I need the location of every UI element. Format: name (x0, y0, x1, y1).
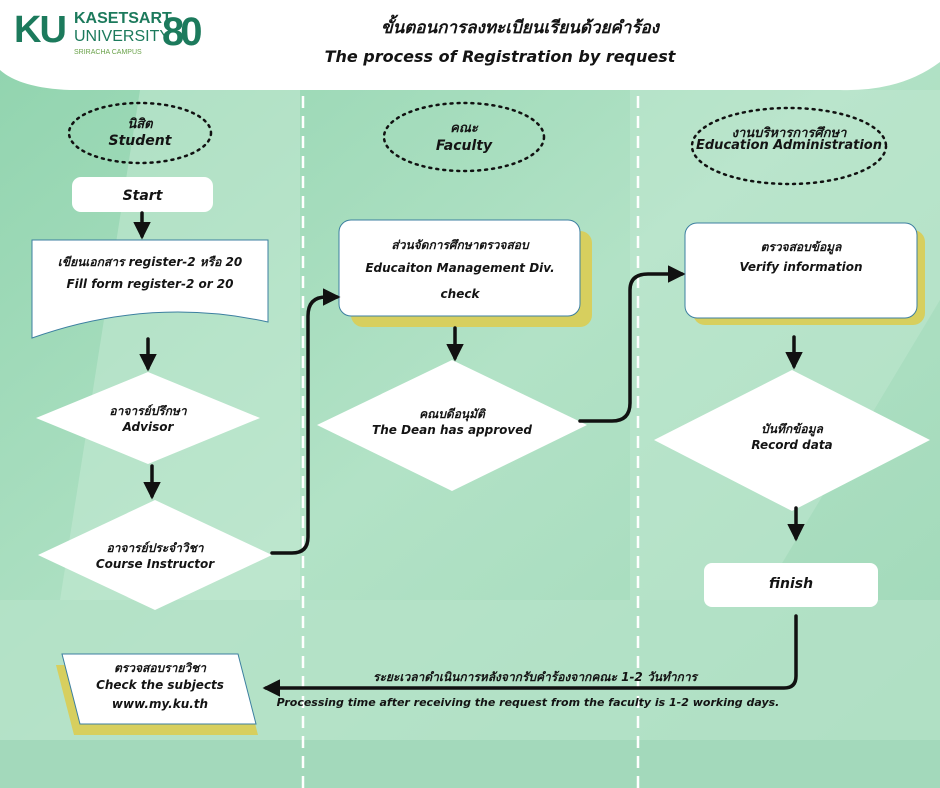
verify-thai: ตรวจสอบข้อมูล (760, 240, 842, 254)
lane-header-faculty (382, 101, 546, 173)
form-thai: เขียนเอกสาร register-2 หรือ 20 (57, 255, 243, 269)
edu-mgmt-thai: ส่วนจัดการศึกษาตรวจสอบ (391, 238, 529, 252)
record-thai: บันทึกข้อมูล (761, 422, 823, 436)
bg-light-shape (60, 90, 300, 600)
finish-label: finish (768, 576, 814, 592)
edu-mgmt-node (338, 219, 581, 317)
record-diamond (654, 370, 930, 511)
edu-mgmt-check: check (440, 287, 480, 301)
dean-english: The Dean has approved (372, 423, 532, 437)
logo-mark: KU (14, 9, 67, 51)
dean-thai: คณบดีอนุมัติ (419, 407, 485, 421)
title-english: The process of Registration by request (324, 47, 676, 66)
processing-note-english: Processing time after receiving the requ… (276, 696, 780, 709)
logo-line3: SRIRACHA CAMPUS (74, 49, 142, 56)
lane-student-th: นิสิต (127, 117, 153, 132)
instructor-english: Course Instructor (95, 557, 215, 571)
advisor-diamond (36, 372, 260, 464)
advisor-thai: อาจารย์ปรึกษา (109, 404, 187, 418)
instructor-diamond (38, 500, 272, 610)
lane-header-education (690, 106, 888, 186)
record-english: Record data (751, 438, 833, 452)
check-english: Check the subjects (96, 678, 224, 692)
arrow-instructor-to-edu (270, 288, 341, 555)
logo-line1: KASETSART (74, 10, 172, 27)
logo-line2: UNIVERSITY (74, 28, 171, 45)
lane-student-en: Student (108, 133, 172, 149)
title-thai: ขั้นตอนการลงทะเบียนเรียนด้วยคำร้อง (381, 18, 659, 38)
connectors (133, 211, 805, 697)
document-node (31, 239, 269, 339)
university-logo: KU KASETSART UNIVERSITY SRIRACHA CAMPUS … (0, 0, 236, 66)
bg-floor-strip (0, 740, 940, 788)
arrow-finish-to-check (262, 614, 798, 697)
lane-faculty-th: คณะ (450, 121, 478, 136)
instructor-thai: อาจารย์ประจำวิชา (106, 541, 204, 555)
lane-header-student (67, 101, 213, 165)
start-label: Start (122, 188, 163, 204)
lane-education-th: งานบริหารการศึกษา (731, 126, 847, 141)
edu-mgmt-english: Educaiton Management Div. (365, 261, 555, 275)
check-url: www.my.ku.th (111, 697, 209, 711)
finish-node (704, 563, 878, 607)
form-english: Fill form register-2 or 20 (66, 277, 234, 291)
processing-note-thai: ระยะเวลาดำเนินการหลังจากรับคำร้องจากคณะ … (373, 670, 697, 684)
verify-english: Verify information (739, 260, 863, 274)
check-node (61, 653, 257, 725)
advisor-english: Advisor (122, 420, 174, 434)
lane-faculty-en: Faculty (435, 138, 493, 154)
check-thai: ตรวจสอบรายวิชา (114, 661, 206, 675)
lane-education-en: Education Administration (696, 138, 882, 153)
dean-diamond (317, 360, 587, 491)
anniversary-mark: 80 (162, 10, 202, 54)
arrow-dean-to-verify (578, 265, 686, 423)
start-node (72, 177, 213, 212)
bg-light-shape (630, 90, 940, 600)
